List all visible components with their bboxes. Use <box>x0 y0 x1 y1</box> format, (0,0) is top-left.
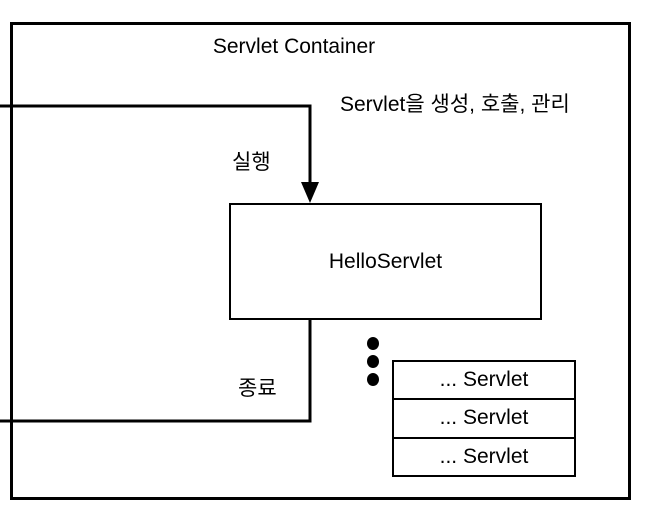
servlet-stack-row: ... Servlet <box>394 362 574 401</box>
servlet-stack-row-label: ... Servlet <box>439 368 529 392</box>
ellipsis-dot-1 <box>367 337 379 350</box>
edge-label-end: 종료 <box>238 377 277 400</box>
servlet-stack-row-label: ... Servlet <box>439 444 529 468</box>
edge-run-arrowhead <box>301 182 319 203</box>
edge-label-run: 실행 <box>232 151 271 174</box>
hello-servlet-node: HelloServlet <box>229 203 542 320</box>
ellipsis-dot-2 <box>367 355 379 368</box>
servlet-stack-row: ... Servlet <box>394 438 574 475</box>
edge-run-line <box>0 104 312 192</box>
edge-end-line <box>0 320 312 423</box>
servlet-stack: ... Servlet ... Servlet ... Servlet <box>392 360 576 477</box>
ellipsis-dots-icon <box>367 337 381 387</box>
servlet-stack-row-label: ... Servlet <box>439 406 529 430</box>
container-title: Servlet Container <box>212 35 376 58</box>
container-caption: Servlet을 생성, 호출, 관리 <box>340 93 570 116</box>
ellipsis-dot-3 <box>367 373 379 386</box>
servlet-stack-row: ... Servlet <box>394 400 574 439</box>
servlet-container-frame <box>10 22 631 500</box>
hello-servlet-label: HelloServlet <box>328 249 443 273</box>
